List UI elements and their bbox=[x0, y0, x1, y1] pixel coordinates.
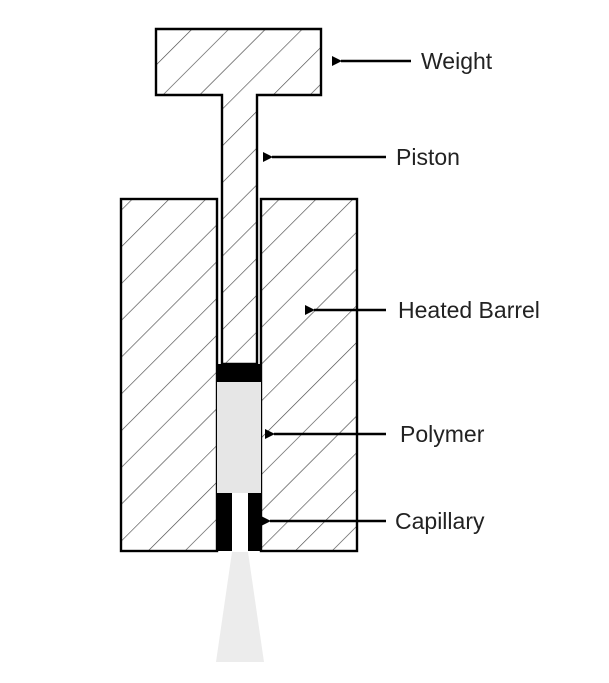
heated-barrel-left-wall bbox=[119, 197, 219, 553]
polymer-melt bbox=[217, 382, 261, 493]
capillary-die-left bbox=[217, 493, 232, 551]
piston-label: Piston bbox=[396, 144, 460, 170]
piston-tip bbox=[217, 364, 261, 382]
extrudate-stream bbox=[216, 552, 264, 662]
heated-barrel-right-wall bbox=[259, 197, 359, 553]
heated-barrel-label: Heated Barrel bbox=[398, 297, 540, 323]
capillary-label: Capillary bbox=[395, 508, 485, 534]
capillary-die-right bbox=[248, 493, 261, 551]
polymer-label: Polymer bbox=[400, 421, 485, 447]
weight-label: Weight bbox=[421, 48, 493, 74]
weight-and-piston bbox=[154, 27, 323, 366]
